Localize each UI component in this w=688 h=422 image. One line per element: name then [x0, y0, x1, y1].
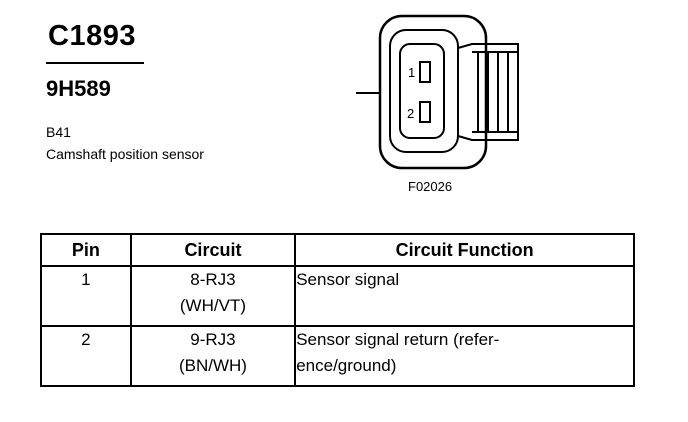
connector-id: C1893	[48, 20, 136, 52]
pin-table-header-row: Pin Circuit Circuit Function	[40, 233, 635, 267]
pin-2-terminal	[419, 101, 431, 123]
pin-1-terminal	[419, 61, 431, 83]
table-row: 1 8-RJ3 (WH/VT) Sensor signal	[40, 265, 635, 327]
connector-housing-outer	[378, 14, 488, 170]
pin-cell: 2	[40, 325, 132, 387]
wire-color: (BN/WH)	[178, 356, 247, 375]
connector-id-underline	[46, 62, 144, 64]
circuit-function-cell: Sensor signal return (refer- ence/ground…	[294, 325, 635, 387]
circuit-number: 9-RJ3	[190, 330, 236, 349]
column-header-pin: Pin	[40, 233, 132, 267]
pin-1-label: 1	[408, 65, 415, 80]
pin-cavity-surround	[399, 43, 445, 139]
circuit-function-cell: Sensor signal	[294, 265, 635, 327]
circuit-cell: 9-RJ3 (BN/WH)	[129, 325, 297, 387]
circuit-cell: 8-RJ3 (WH/VT)	[129, 265, 297, 327]
component-code: B41	[46, 124, 71, 140]
circuit-number: 8-RJ3	[190, 270, 236, 289]
connector-latch	[457, 43, 519, 141]
table-row: 2 9-RJ3 (BN/WH) Sensor signal return (re…	[40, 325, 635, 387]
connector-face-diagram: 1 2	[356, 14, 519, 170]
pin-2-label: 2	[407, 106, 414, 121]
figure-id: F02026	[408, 179, 453, 194]
column-header-circuit: Circuit	[129, 233, 297, 267]
circuit-function-line: ence/ground)	[296, 356, 397, 375]
part-number: 9H589	[46, 76, 111, 101]
pin-table: Pin Circuit Circuit Function 1 8-RJ3 (WH…	[40, 233, 635, 387]
wire-color: (WH/VT)	[179, 296, 246, 315]
column-header-circuit-function: Circuit Function	[294, 233, 635, 267]
pin-cell: 1	[40, 265, 132, 327]
circuit-function-line: Sensor signal return (refer-	[296, 330, 500, 349]
component-description: Camshaft position sensor	[46, 146, 204, 162]
connector-housing-inner	[389, 29, 459, 153]
circuit-function-line: Sensor signal	[296, 270, 400, 289]
